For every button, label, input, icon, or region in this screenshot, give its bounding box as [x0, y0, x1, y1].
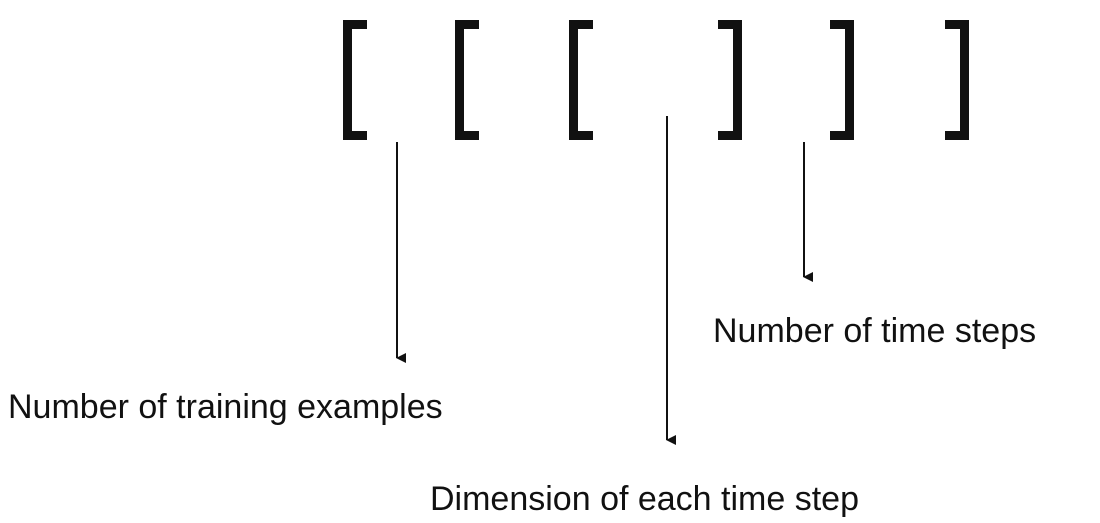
open-bracket-middle: [455, 20, 479, 140]
close-bracket-inner: [718, 20, 742, 140]
close-bracket-middle: [830, 20, 854, 140]
label-training-examples: Number of training examples: [8, 388, 443, 426]
open-bracket-outer: [343, 20, 367, 140]
bracket-group: [343, 20, 969, 140]
label-dimension: Dimension of each time step: [430, 480, 859, 518]
label-time-steps: Number of time steps: [713, 312, 1037, 350]
open-bracket-inner: [569, 20, 593, 140]
close-bracket-outer: [945, 20, 969, 140]
